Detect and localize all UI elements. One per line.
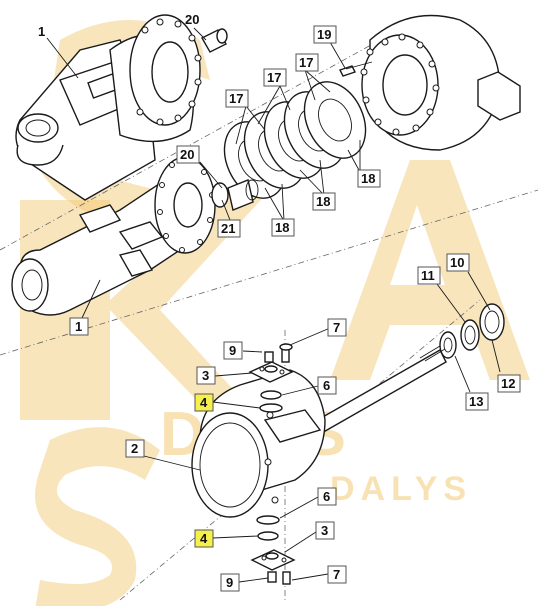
callout-label: 17 [267,70,281,85]
callout-2[interactable]: 2 [125,439,145,458]
callout-9-top[interactable]: 9 [223,341,243,360]
callout-label: 4 [200,531,208,546]
callout-4-bot[interactable]: 4 [194,529,214,548]
callout-17-c[interactable]: 17 [225,89,249,108]
callout-4-top[interactable]: 4 [194,393,214,412]
callout-19[interactable]: 19 [313,25,337,44]
axle-housing-top [15,14,202,201]
callout-label: 6 [323,489,330,504]
callout-10[interactable]: 10 [446,253,470,272]
callout-1-top[interactable]: 1 [38,24,45,39]
callout-label: 19 [317,27,331,42]
callout-20-mid[interactable]: 20 [176,145,200,164]
callouts: 20 1 19 17 17 17 20 21 [38,12,521,592]
callout-18-c[interactable]: 18 [357,169,381,188]
callout-label: 3 [202,368,209,383]
axle-beam [11,156,216,316]
steering-knuckle [191,369,326,518]
callout-1-mid[interactable]: 1 [69,317,89,336]
callout-21[interactable]: 21 [217,219,241,238]
callout-label: 20 [185,12,199,27]
callout-label: 13 [469,394,483,409]
callout-3-bot[interactable]: 3 [315,521,335,540]
callout-label: 2 [131,441,138,456]
callout-label: 17 [299,55,313,70]
planetary-carrier [339,14,521,151]
callout-label: 18 [316,194,330,209]
callout-label: 11 [421,268,435,283]
callout-label: 1 [38,24,45,39]
callout-18-a[interactable]: 18 [271,218,295,237]
callout-label: 12 [501,376,515,391]
callout-label: 17 [229,91,243,106]
callout-20-top[interactable]: 20 [185,12,199,27]
callout-label: 6 [323,378,330,393]
callout-17-a[interactable]: 17 [263,68,287,87]
callout-6-top[interactable]: 6 [317,376,337,395]
callout-7-bot[interactable]: 7 [327,565,347,584]
sun-gear-and-ring [211,179,259,211]
plug-top [201,28,228,53]
callout-13[interactable]: 13 [465,392,489,411]
king-pin-assembly-top [248,343,294,413]
callout-17-b[interactable]: 17 [295,53,319,72]
callout-label: 18 [361,171,375,186]
callout-7-top[interactable]: 7 [327,318,347,337]
callout-label: 9 [229,343,236,358]
leader-lines [46,27,501,583]
callout-label: 9 [226,575,233,590]
callout-6-bot[interactable]: 6 [317,487,337,506]
callout-label: 3 [321,523,328,538]
callout-label: 20 [180,147,194,162]
callout-label: 7 [333,320,340,335]
watermark-line2: DALYS [330,470,472,508]
brake-disc-pack [223,81,367,199]
callout-9-bot[interactable]: 9 [220,573,240,592]
callout-11[interactable]: 11 [417,266,441,285]
king-pin-assembly-bottom [250,515,296,585]
callout-18-b[interactable]: 18 [312,192,336,211]
callout-12[interactable]: 12 [497,374,521,393]
callout-label: 7 [333,567,340,582]
callout-label: 21 [221,221,235,236]
callout-3-top[interactable]: 3 [196,366,216,385]
callout-label: 18 [275,220,289,235]
callout-label: 4 [200,395,208,410]
callout-label: 10 [450,255,464,270]
callout-label: 1 [75,319,82,334]
